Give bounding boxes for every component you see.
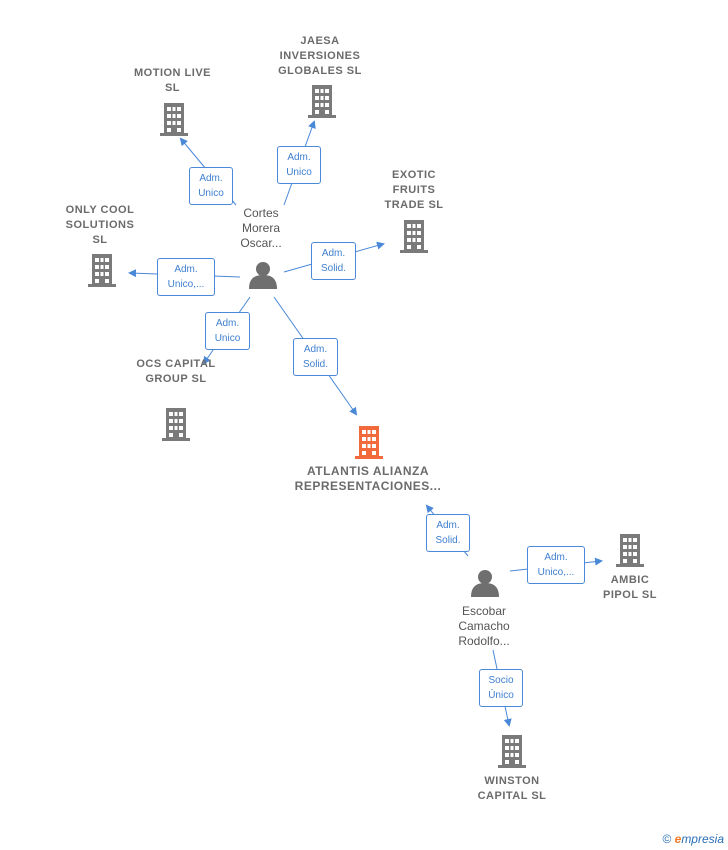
copyright-symbol: © [662,832,672,846]
jaesa-label[interactable]: JAESA INVERSIONES GLOBALES SL [278,35,362,77]
motion-building-icon[interactable] [160,103,188,136]
ocs-label[interactable]: OCS CAPITAL GROUP SL [136,358,216,385]
onlycool-label[interactable]: ONLY COOL SOLUTIONS SL [65,204,135,246]
brand-name: mpresia [681,832,724,846]
ambic-building-icon[interactable] [616,534,644,567]
onlycool-building-icon[interactable] [88,254,116,287]
atlantis-building-icon[interactable] [355,426,383,459]
edge-label-escobar-ambic: Adm. Unico,... [527,546,585,584]
cortes-person-icon[interactable] [249,262,277,289]
edge-label-cortes-jaesa: Adm. Unico [277,146,321,184]
edge-label-cortes-atlantis: Adm. Solid. [293,338,338,376]
empresia-logo: © empresia [662,832,724,846]
atlantis-label[interactable]: ATLANTIS ALIANZA REPRESENTACIONES... [294,464,442,493]
ambic-label[interactable]: AMBIC PIPOL SL [603,574,657,601]
motion-label[interactable]: MOTION LIVE SL [134,67,211,94]
edge-label-escobar-atlantis: Adm. Solid. [426,514,470,552]
escobar-label[interactable]: Escobar Camacho Rodolfo... [458,604,510,648]
winston-label[interactable]: WINSTON CAPITAL SL [477,775,547,802]
edge-label-cortes-onlycool: Adm. Unico,... [157,258,215,296]
exotic-building-icon[interactable] [400,220,428,253]
ocs-building-icon[interactable] [162,408,190,441]
winston-building-icon[interactable] [498,735,526,768]
edge-label-cortes-ocs: Adm. Unico [205,312,250,350]
edge-label-escobar-winston: Socio Único [479,669,523,707]
cortes-label[interactable]: Cortes Morera Oscar... [240,206,282,250]
exotic-label[interactable]: EXOTIC FRUITS TRADE SL [384,169,444,211]
jaesa-building-icon[interactable] [308,85,336,118]
escobar-person-icon[interactable] [471,570,499,597]
edge-label-cortes-exotic: Adm. Solid. [311,242,356,280]
edge-label-cortes-motion: Adm. Unico [189,167,233,205]
brand-initial: e [674,832,682,846]
